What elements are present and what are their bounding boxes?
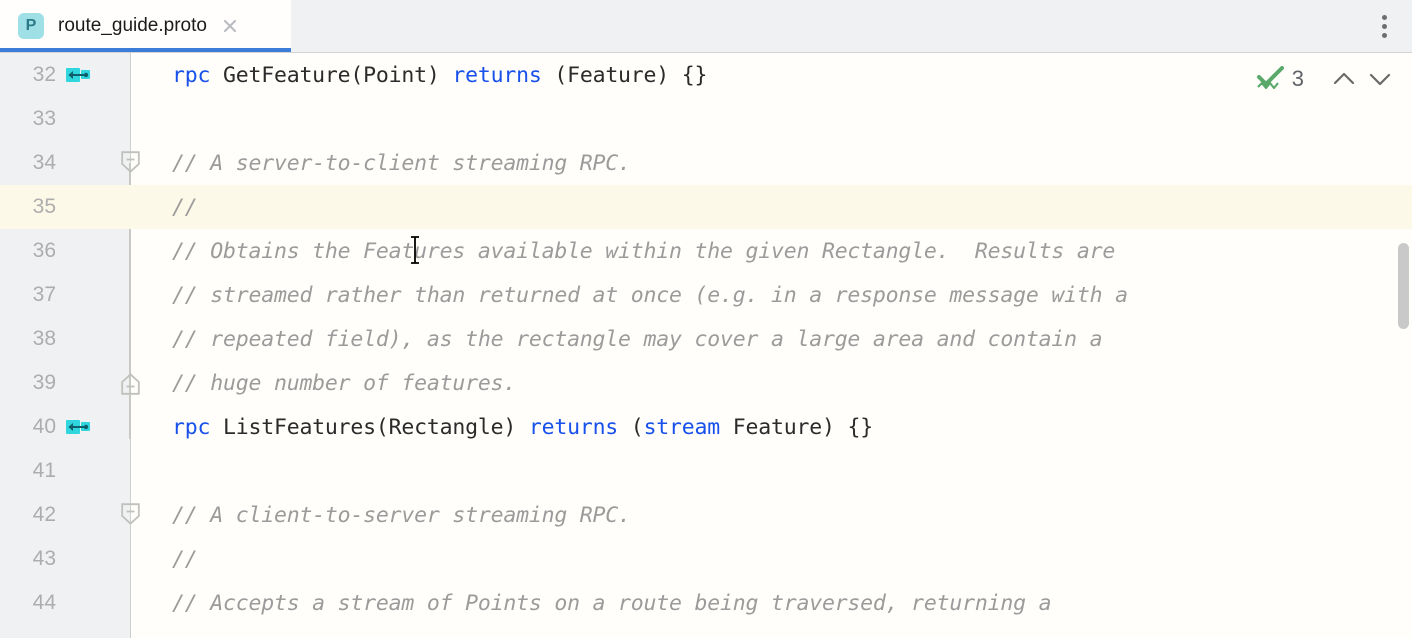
dot	[1381, 32, 1387, 38]
code-comment: //	[172, 546, 198, 572]
code-text[interactable]: // huge number of features.	[131, 361, 1412, 405]
code-keyword: rpc	[172, 62, 211, 88]
code-line[interactable]: 39 // huge number of features.	[0, 361, 1412, 405]
code-text[interactable]: // A server-to-client streaming RPC.	[131, 141, 1412, 185]
code-comment: // streamed rather than returned at once…	[172, 282, 1128, 308]
tab-title: route_guide.proto	[58, 15, 207, 36]
code-comment: // repeated field), as the rectangle may…	[172, 326, 1103, 352]
code-text[interactable]: // A client-to-server streaming RPC.	[131, 493, 1412, 537]
line-number: 41	[32, 459, 56, 482]
fold-collapse-down-icon[interactable]	[121, 503, 140, 525]
code-keyword: returns	[528, 414, 619, 440]
gutter-cell[interactable]: 37	[0, 273, 131, 317]
scrollbar-thumb[interactable]	[1398, 243, 1409, 329]
fold-collapse-down-icon[interactable]	[121, 151, 140, 173]
gutter-cell[interactable]: 42	[0, 493, 140, 537]
line-number: 38	[32, 327, 56, 350]
code-text[interactable]: //	[131, 185, 1412, 229]
gutter-cell[interactable]: 39	[0, 361, 140, 405]
gutter-cell[interactable]: 44	[0, 581, 131, 625]
inspection-count: 3	[1291, 66, 1304, 91]
code-comment: // A server-to-client streaming RPC.	[172, 150, 631, 176]
line-number: 35	[32, 195, 56, 218]
line-number: 33	[32, 107, 56, 130]
gutter-cell[interactable]: 41	[0, 449, 131, 493]
grpc-endpoint-icon[interactable]	[66, 67, 90, 83]
code-line[interactable]: 38 // repeated field), as the rectangle m…	[0, 317, 1412, 361]
line-number: 44	[32, 591, 56, 614]
code-text[interactable]: rpc GetFeature(Point) returns (Feature) …	[131, 53, 1412, 97]
code-line[interactable]: 37 // streamed rather than returned at on…	[0, 273, 1412, 317]
editor-tab-bar: P route_guide.proto	[0, 0, 1412, 53]
line-number: 43	[32, 547, 56, 570]
code-line[interactable]: 42 // A client-to-server streaming RPC.	[0, 493, 1412, 537]
code-keyword: returns	[452, 62, 542, 88]
code-identifier: (Feature) {}	[541, 62, 708, 88]
code-line[interactable]: 36 // Obtains the Features available with…	[0, 229, 1412, 273]
gutter-cell[interactable]: 32	[0, 53, 131, 97]
code-line[interactable]: 41	[0, 449, 1412, 493]
code-line[interactable]: 34 // A server-to-client streaming RPC.	[0, 141, 1412, 185]
line-number: 32	[32, 63, 56, 86]
code-line[interactable]: 43 //	[0, 537, 1412, 581]
code-text[interactable]: // Accepts a stream of Points on a route…	[131, 581, 1412, 625]
fold-region-line	[129, 163, 131, 439]
code-identifier: Feature) {}	[720, 414, 873, 440]
fold-collapse-up-icon[interactable]	[121, 373, 140, 395]
line-number: 37	[32, 283, 56, 306]
code-keyword: stream	[643, 414, 721, 440]
code-line[interactable]: 32 rpc GetFeature(Point) returns (Feature…	[0, 53, 1412, 97]
line-number: 36	[32, 239, 56, 262]
gutter-cell[interactable]: 35	[0, 185, 131, 229]
line-number: 34	[32, 151, 56, 174]
vertical-scrollbar[interactable]	[1396, 53, 1412, 638]
dot	[1381, 23, 1387, 29]
code-line[interactable]: 40 rpc ListFeatures(Rectangle) returns (s…	[0, 405, 1412, 449]
code-text[interactable]	[131, 449, 1412, 493]
dot	[1381, 14, 1387, 20]
code-comment: // Accepts a stream of Points on a route…	[172, 590, 1052, 616]
code-text[interactable]: // repeated field), as the rectangle may…	[131, 317, 1412, 361]
code-identifier: ListFeatures(Rectangle)	[210, 414, 529, 440]
chevron-up-icon[interactable]	[1326, 63, 1362, 95]
editor-gutter[interactable]	[0, 53, 131, 638]
code-text[interactable]	[131, 97, 1412, 141]
line-number: 39	[32, 371, 56, 394]
gutter-cell[interactable]: 33	[0, 97, 131, 141]
line-number: 40	[32, 415, 56, 438]
code-line[interactable]: 44 // Accepts a stream of Points on a rou…	[0, 581, 1412, 625]
code-comment: //	[172, 194, 198, 220]
code-comment: // Obtains the Features available within…	[172, 238, 1116, 264]
inspection-widget[interactable]: 3	[1256, 61, 1398, 97]
code-identifier: (	[618, 414, 644, 440]
gutter-cell[interactable]: 40	[0, 405, 131, 449]
chevron-down-icon[interactable]	[1362, 63, 1398, 95]
code-text[interactable]: // Obtains the Features available within…	[131, 229, 1412, 273]
code-line[interactable]: 35 //	[0, 185, 1412, 229]
code-identifier: GetFeature(Point)	[210, 62, 453, 88]
code-line[interactable]: 33	[0, 97, 1412, 141]
code-text[interactable]: // streamed rather than returned at once…	[131, 273, 1412, 317]
gutter-cell[interactable]: 34	[0, 141, 140, 185]
more-vertical-icon[interactable]	[1370, 10, 1398, 42]
close-icon[interactable]	[221, 17, 239, 35]
code-comment: // huge number of features.	[172, 370, 517, 396]
gutter-cell[interactable]: 38	[0, 317, 131, 361]
code-text[interactable]: rpc ListFeatures(Rectangle) returns (str…	[131, 405, 1412, 449]
code-keyword: rpc	[172, 414, 211, 440]
grpc-endpoint-icon[interactable]	[66, 419, 90, 435]
code-comment: // A client-to-server streaming RPC.	[172, 502, 631, 528]
gutter-cell[interactable]: 36	[0, 229, 131, 273]
checkmark-ok-icon[interactable]	[1256, 66, 1286, 92]
line-number: 42	[32, 503, 56, 526]
code-text[interactable]: //	[131, 537, 1412, 581]
gutter-cell[interactable]: 43	[0, 537, 131, 581]
proto-file-icon: P	[18, 13, 44, 39]
tab-route-guide-proto[interactable]: P route_guide.proto	[0, 0, 291, 52]
